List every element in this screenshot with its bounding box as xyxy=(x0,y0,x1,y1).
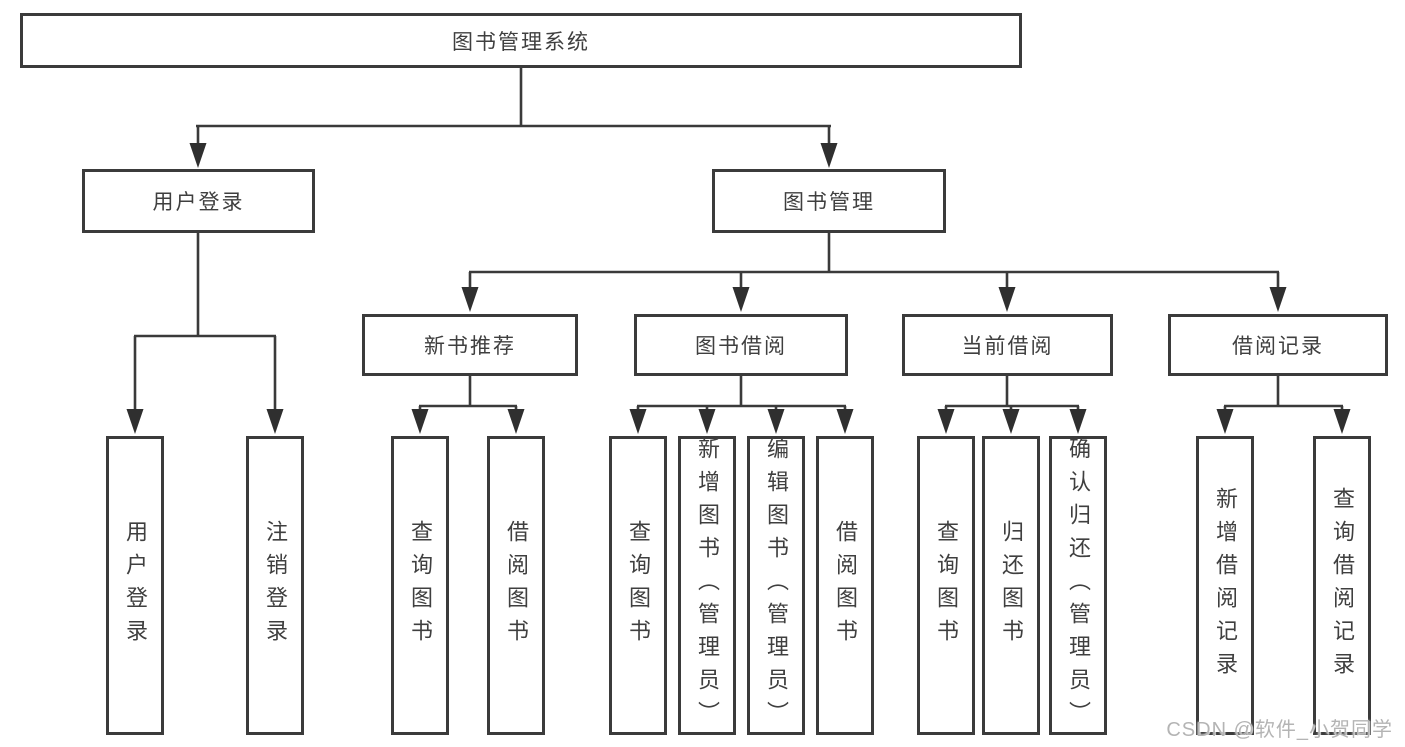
node-label: 新书推荐 xyxy=(424,335,516,358)
leaf-add-borrow-record: 新增借阅记录 xyxy=(1196,436,1254,735)
node-user-login: 用户登录 xyxy=(82,169,315,233)
node-label: 新增借阅记录 xyxy=(1213,486,1238,685)
node-label: 借阅图书 xyxy=(504,519,529,652)
node-library-system: 图书管理系统 xyxy=(20,13,1022,68)
node-label: 图书借阅 xyxy=(695,335,787,358)
node-current-borrowing: 当前借阅 xyxy=(902,314,1113,376)
node-borrowing-records: 借阅记录 xyxy=(1168,314,1388,376)
leaf-borrow-books-1: 借阅图书 xyxy=(487,436,545,735)
node-label: 借阅记录 xyxy=(1232,335,1324,358)
leaf-add-book-admin: 新增图书（管理员） xyxy=(678,436,736,735)
node-label: 查询图书 xyxy=(934,519,959,652)
leaf-query-borrow-record: 查询借阅记录 xyxy=(1313,436,1371,735)
leaf-user-login: 用户登录 xyxy=(106,436,164,735)
node-new-book-recommend: 新书推荐 xyxy=(362,314,578,376)
leaf-logout-login: 注销登录 xyxy=(246,436,304,735)
node-label: 用户登录 xyxy=(152,191,245,214)
node-label: 用户登录 xyxy=(123,519,148,652)
node-label: 归还图书 xyxy=(999,519,1024,652)
leaf-query-books-2: 查询图书 xyxy=(609,436,667,735)
node-label: 图书管理系统 xyxy=(452,30,590,54)
leaf-query-books-1: 查询图书 xyxy=(391,436,449,735)
node-label: 查询借阅记录 xyxy=(1330,486,1355,685)
node-label: 借阅图书 xyxy=(833,519,858,652)
node-label: 新增图书（管理员） xyxy=(695,437,720,734)
node-label: 查询图书 xyxy=(626,519,651,652)
leaf-confirm-return-admin: 确认归还（管理员） xyxy=(1049,436,1107,735)
csdn-watermark: CSDN @软件_小贺同学 xyxy=(1166,719,1393,741)
node-label: 查询图书 xyxy=(408,519,433,652)
node-label: 确认归还（管理员） xyxy=(1066,437,1091,734)
node-label: 图书管理 xyxy=(783,191,875,214)
node-book-borrowing: 图书借阅 xyxy=(634,314,848,376)
node-label: 注销登录 xyxy=(263,519,288,652)
leaf-return-books: 归还图书 xyxy=(982,436,1040,735)
node-book-management: 图书管理 xyxy=(712,169,946,233)
leaf-borrow-books-2: 借阅图书 xyxy=(816,436,874,735)
node-label: 编辑图书（管理员） xyxy=(764,437,789,734)
leaf-query-books-3: 查询图书 xyxy=(917,436,975,735)
node-label: 当前借阅 xyxy=(961,335,1054,358)
leaf-edit-book-admin: 编辑图书（管理员） xyxy=(747,436,805,735)
arrowheads xyxy=(126,143,1351,434)
